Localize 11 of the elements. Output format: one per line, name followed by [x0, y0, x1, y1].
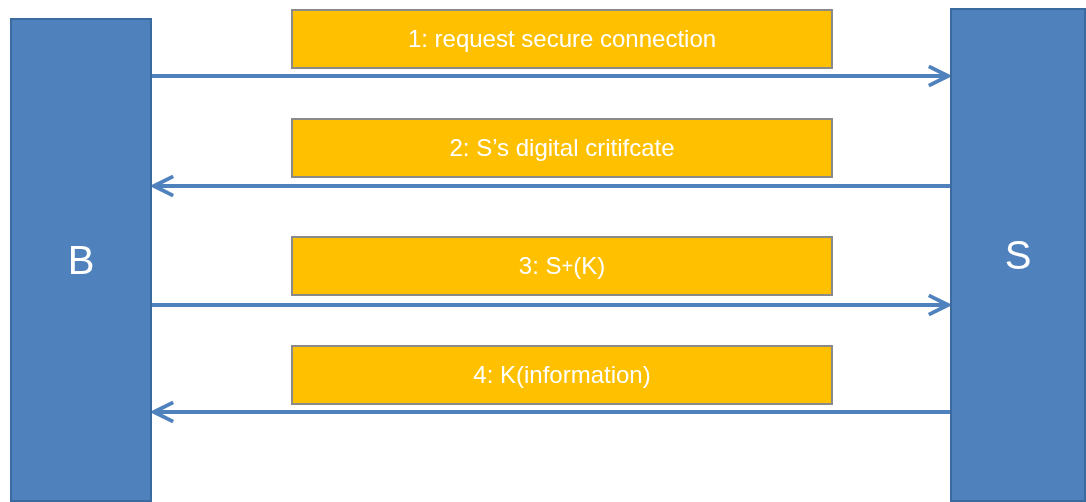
arrow [152, 400, 950, 424]
participant-label: B [67, 237, 95, 283]
arrow [152, 174, 950, 198]
arrow [152, 293, 950, 317]
message-label: 1: request secure connection [291, 9, 833, 69]
participant-box [950, 8, 1086, 502]
message-label: 2: S’s digital critifcate [291, 118, 833, 178]
participant-box [10, 18, 152, 502]
message-label: 4: K(information) [291, 345, 833, 405]
arrow [152, 64, 950, 88]
participant-label: S [1004, 232, 1032, 278]
